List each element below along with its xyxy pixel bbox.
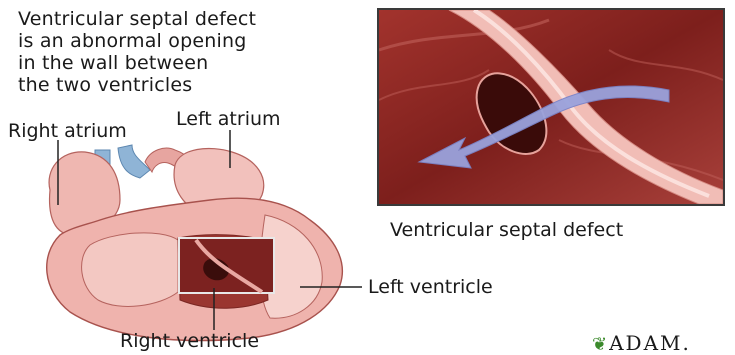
label-left-atrium: Left atrium — [176, 108, 281, 130]
adam-logo: ❦ADAM. — [592, 331, 691, 355]
septal-defect-inset-image — [379, 10, 723, 204]
label-left-ventricle: Left ventricle — [368, 276, 493, 298]
right-ventricle-chamber — [82, 233, 178, 307]
leaf-icon: ❦ — [592, 334, 607, 355]
brand-text: ADAM. — [609, 331, 691, 355]
septal-defect-inset — [377, 8, 725, 206]
label-right-ventricle: Right ventricle — [120, 330, 259, 352]
label-ventricular-septal-defect: Ventricular septal defect — [390, 219, 623, 241]
label-right-atrium: Right atrium — [8, 120, 127, 142]
